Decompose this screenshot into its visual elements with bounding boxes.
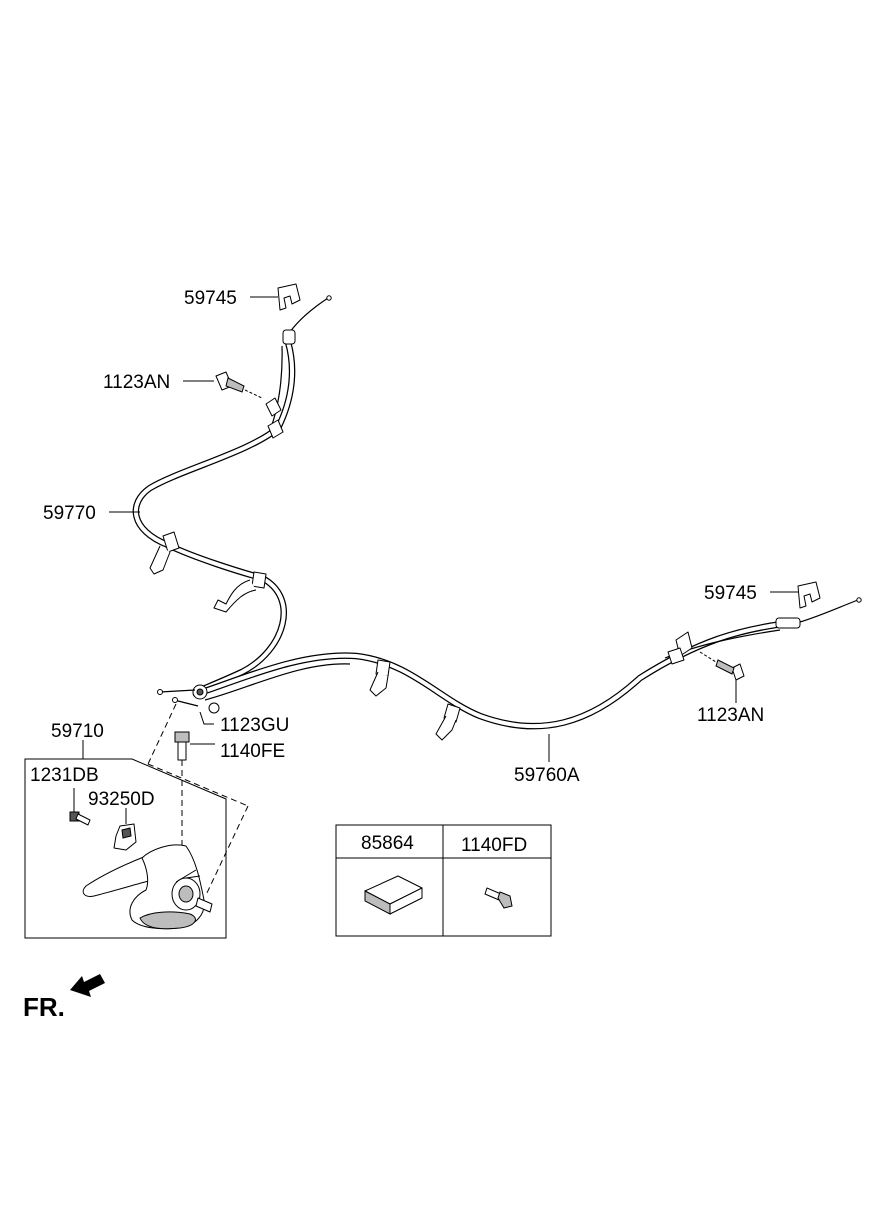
label-1123GU: 1123GU	[220, 715, 289, 736]
parking-brake-lever-icon	[82, 844, 213, 930]
parts-table	[335, 824, 552, 937]
label-1231DB: 1231DB	[30, 765, 99, 786]
bolt-icon	[699, 651, 745, 681]
front-direction-label: FR.	[23, 992, 65, 1022]
screw-icon	[69, 788, 91, 826]
leader-lines	[109, 296, 798, 762]
bolt-icon	[215, 371, 263, 399]
table-header-1140FD: 1140FD	[461, 835, 527, 856]
cable-junction	[157, 684, 220, 714]
label-1140FE: 1140FE	[220, 741, 285, 762]
assembly-guide-lines	[147, 703, 249, 896]
label-59760A: 59760A	[514, 765, 580, 786]
label-59745-upper: 59745	[184, 288, 237, 309]
bracket-icon	[113, 808, 137, 851]
label-93250D: 93250D	[88, 789, 155, 810]
table-header-85864: 85864	[361, 833, 414, 854]
bolt-icon	[174, 731, 190, 761]
clip-icon	[797, 581, 821, 609]
label-59710: 59710	[51, 721, 104, 742]
bolt-icon	[484, 887, 513, 909]
pad-icon	[364, 875, 423, 915]
cable-59770	[132, 295, 332, 696]
label-59745-right: 59745	[704, 583, 757, 604]
front-direction-arrow-icon	[70, 974, 105, 997]
label-1123AN-right: 1123AN	[697, 705, 764, 726]
cable-59760A	[192, 597, 862, 741]
lever-assembly-box	[24, 740, 227, 939]
label-1123AN-upper: 1123AN	[103, 372, 170, 393]
clip-icon	[277, 283, 301, 311]
label-59770: 59770	[43, 503, 96, 524]
